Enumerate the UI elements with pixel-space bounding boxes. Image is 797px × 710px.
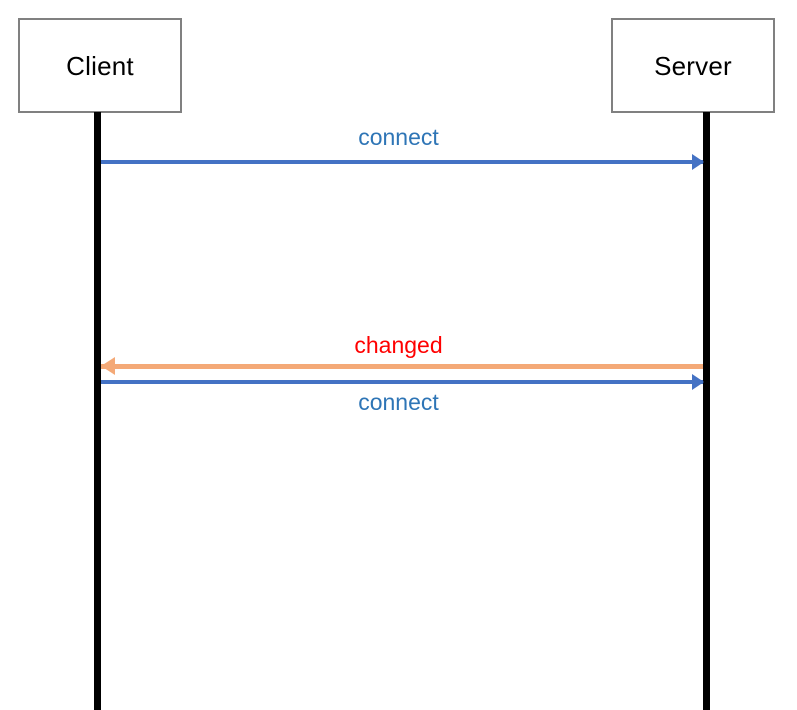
message-label-changed: changed xyxy=(354,332,443,358)
participant-box-client[interactable]: Client xyxy=(18,18,182,113)
message-line-connect-1 xyxy=(101,160,703,164)
participant-label-server: Server xyxy=(654,50,732,81)
arrowhead-left-icon xyxy=(101,357,115,375)
participant-label-client: Client xyxy=(66,50,134,81)
message-label-connect-1: connect xyxy=(358,124,439,150)
lifeline-client xyxy=(94,112,101,710)
message-label-connect-2: connect xyxy=(358,389,439,415)
lifeline-server xyxy=(703,112,710,710)
arrowhead-right-icon xyxy=(692,154,704,170)
message-line-changed xyxy=(101,364,703,369)
message-line-connect-2 xyxy=(101,380,703,384)
arrowhead-right-icon xyxy=(692,374,704,390)
participant-box-server[interactable]: Server xyxy=(611,18,775,113)
